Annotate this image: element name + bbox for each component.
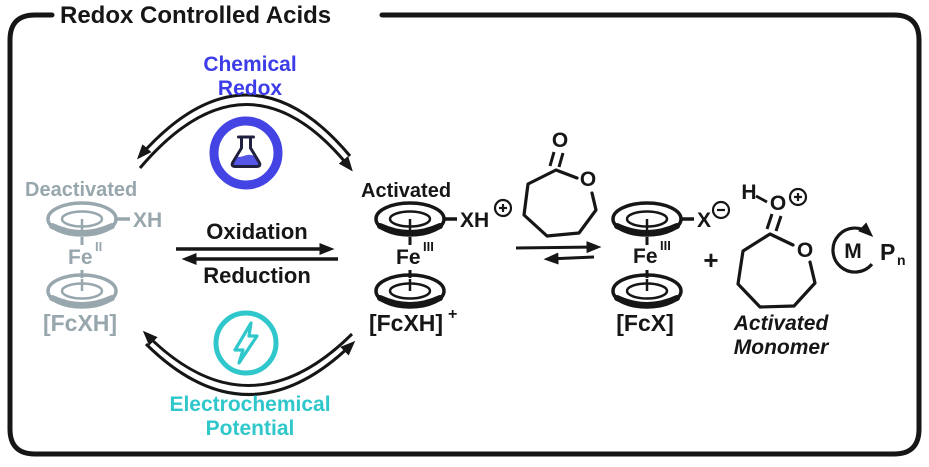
minus-charge-icon bbox=[711, 200, 731, 220]
plus-charge-icon bbox=[788, 187, 808, 207]
electrochemical-label-line1: Electrochemical bbox=[169, 393, 330, 416]
binding-equilibrium-reverse bbox=[543, 252, 595, 265]
flask-icon bbox=[209, 116, 283, 190]
oxidation-label: Oxidation bbox=[206, 219, 307, 244]
activated-monomer: H O O Activated Monomer bbox=[733, 181, 830, 359]
activated-monomer-caption-line1: Activated bbox=[733, 312, 830, 335]
cp-ring-icon bbox=[48, 203, 116, 235]
reduction-label: Reduction bbox=[203, 263, 311, 288]
lactone-monomer: O O bbox=[522, 129, 598, 238]
activated-monomer-caption-line2: Monomer bbox=[734, 336, 830, 359]
polymer-symbol: P bbox=[880, 239, 895, 265]
plus-charge-icon bbox=[493, 198, 513, 218]
deactivated-substituent: XH bbox=[133, 209, 162, 232]
deactivated-formula: [FcXH] bbox=[43, 310, 117, 336]
ferrocenium-x: X Fe III [FcX] bbox=[613, 200, 731, 336]
cp-ring-icon bbox=[613, 275, 681, 307]
cp-ring-icon bbox=[376, 203, 444, 235]
deactivated-caption: Deactivated bbox=[25, 179, 137, 201]
lactone-ring bbox=[522, 168, 598, 238]
polymer-subscript: n bbox=[897, 252, 906, 268]
deactivated-ferrocene: Deactivated XH Fe II [FcXH] bbox=[25, 179, 162, 336]
cp-ring-icon bbox=[48, 275, 116, 307]
activated-caption: Activated bbox=[361, 180, 451, 202]
cycle-arrow-top-reverse bbox=[137, 93, 352, 160]
electrochemical-label-line2: Potential bbox=[206, 417, 295, 440]
chemical-redox-label-line2: Redox bbox=[218, 77, 283, 100]
figure-title: Redox Controlled Acids bbox=[60, 2, 331, 29]
monomer-symbol: M bbox=[844, 240, 862, 263]
fcx-metal: Fe bbox=[633, 245, 658, 268]
cycle-arrow-bottom-reverse bbox=[142, 330, 354, 387]
cycle-arrow-bottom-forward bbox=[144, 340, 356, 396]
polymerization-cycle-arrow bbox=[831, 222, 874, 274]
plus-sign: + bbox=[703, 245, 718, 275]
figure-border bbox=[7, 12, 922, 457]
deactivated-oxidation-state: II bbox=[95, 239, 102, 254]
binding-equilibrium-forward bbox=[515, 241, 602, 254]
cp-ring-icon bbox=[376, 275, 444, 307]
lightning-icon bbox=[213, 310, 279, 376]
activated-oxidation-state: III bbox=[423, 239, 434, 254]
activated-formula: [FcXH] bbox=[369, 310, 443, 336]
fcx-formula: [FcX] bbox=[616, 310, 674, 336]
polymerization: M P n bbox=[831, 222, 906, 274]
activated-metal: Fe bbox=[396, 246, 421, 269]
cp-ring-icon bbox=[613, 203, 681, 235]
activated-ferrocenium: Activated XH Fe III [FcXH] + bbox=[361, 180, 513, 336]
lactone-carbonyl-oxygen: O bbox=[552, 129, 568, 152]
activated-formula-charge: + bbox=[448, 306, 457, 323]
chemical-redox-label-line1: Chemical bbox=[203, 53, 296, 76]
cycle-arrow-top-forward bbox=[138, 103, 353, 172]
activated-substituent: XH bbox=[460, 209, 489, 232]
monomer-proton: H bbox=[741, 181, 756, 204]
activated-monomer-ring-oxygen: O bbox=[797, 239, 813, 262]
fcx-oxidation-state: III bbox=[660, 238, 671, 253]
activated-monomer-ring bbox=[736, 232, 817, 309]
monomer-oxygen: O bbox=[770, 192, 786, 215]
lactone-ring-oxygen: O bbox=[580, 168, 596, 191]
deactivated-metal: Fe bbox=[68, 246, 93, 269]
fcx-substituent: X bbox=[697, 209, 711, 232]
